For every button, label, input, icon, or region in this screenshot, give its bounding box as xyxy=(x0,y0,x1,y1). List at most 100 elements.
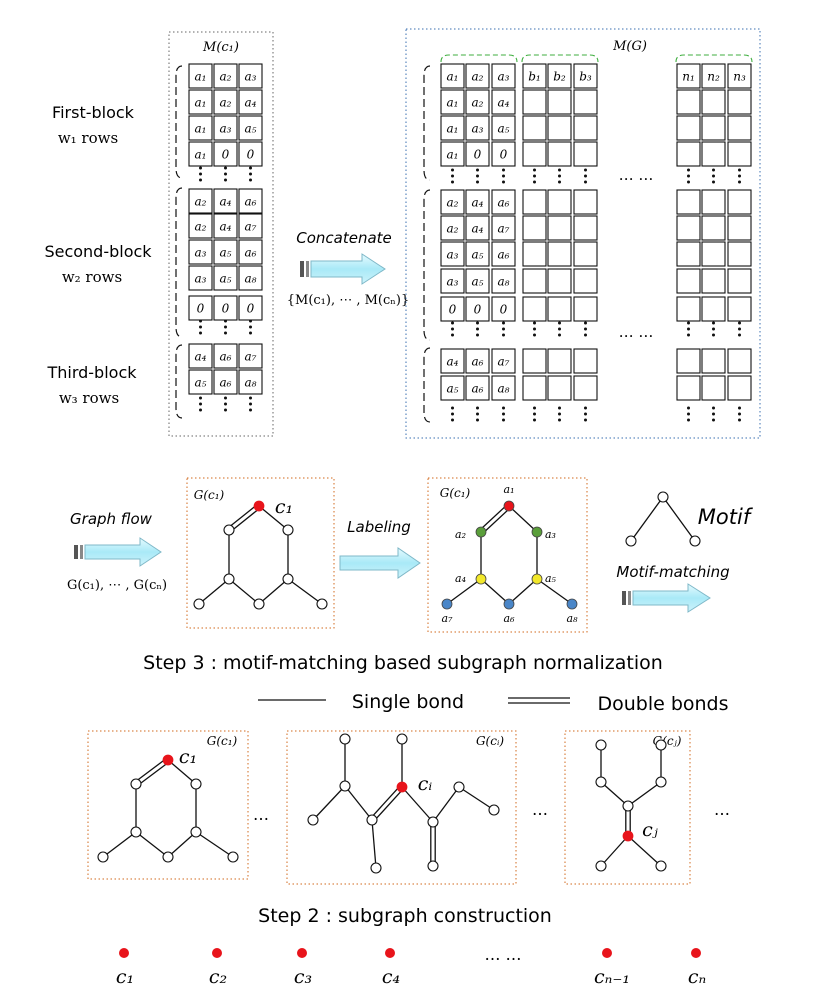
matrix-cell xyxy=(491,115,516,141)
vertical-ellipsis-dot xyxy=(451,406,454,410)
matrix-cell xyxy=(701,215,726,241)
matrix-cell-text: a₁ xyxy=(195,96,207,110)
double-bond-label: Double bonds xyxy=(597,693,728,715)
single-bond xyxy=(258,505,289,531)
matrix-cell xyxy=(676,189,701,215)
matrix-cell-text: 0 xyxy=(197,302,205,316)
node-label: a₄ xyxy=(455,572,466,585)
vertical-ellipsis-dot xyxy=(502,180,505,184)
vertical-ellipsis-dot xyxy=(533,321,536,325)
vertical-ellipsis-dot xyxy=(249,402,252,406)
subgraph-frame xyxy=(286,730,517,885)
matrix-cell xyxy=(213,369,238,395)
vertical-ellipsis-dot xyxy=(738,180,741,184)
matrix-cell-text: n₁ xyxy=(682,70,695,84)
right-second-bracket xyxy=(423,189,431,341)
matrix-cell-text: b₃ xyxy=(579,70,592,84)
vertical-ellipsis-dot xyxy=(476,168,479,172)
graph-node xyxy=(162,851,174,863)
labeled-node xyxy=(503,500,515,512)
matrix-cell xyxy=(676,375,701,401)
single-bond xyxy=(344,785,373,821)
vertical-ellipsis-dot xyxy=(712,412,715,416)
matrix-cell xyxy=(440,268,465,294)
single-bond xyxy=(167,759,197,785)
vertical-ellipsis-dot xyxy=(558,418,561,422)
matrix-cell xyxy=(547,348,572,374)
matrix-cell xyxy=(727,89,752,115)
vertical-ellipsis-dot xyxy=(533,333,536,337)
matrix-cell xyxy=(522,375,547,401)
matrix-cell xyxy=(465,215,490,241)
matrix-cell-text: a₃ xyxy=(472,122,484,136)
graph-box: G(c₁) c₁ xyxy=(186,477,335,629)
single-bond xyxy=(102,831,137,858)
graph-node xyxy=(223,524,235,536)
graph-node xyxy=(130,826,142,838)
graph-node xyxy=(339,733,351,745)
matrix-cell xyxy=(491,348,516,374)
labeled-node xyxy=(441,598,453,610)
matrix-cell xyxy=(188,115,213,141)
matrix-cell-text: a₁ xyxy=(447,96,459,110)
matrix-cell-text: a₇ xyxy=(498,355,510,369)
matrix-cell-text: a₅ xyxy=(195,376,207,390)
second-block-rows: w₂ rows xyxy=(62,268,122,286)
matrix-cell xyxy=(213,89,238,115)
vertical-ellipsis-dot xyxy=(533,174,536,178)
left-matrix-frame xyxy=(168,31,274,437)
matrix-cell xyxy=(465,89,490,115)
graph-node xyxy=(316,598,328,610)
vertex-label: c₄ xyxy=(382,966,400,988)
single-bond xyxy=(198,578,230,605)
matrix-cell xyxy=(238,265,263,291)
step3-caption: Step 3 : motif-matching based subgraph n… xyxy=(143,652,663,674)
matrix-cell xyxy=(491,63,516,89)
node-label: a₅ xyxy=(545,572,557,585)
vertical-ellipsis-dot xyxy=(558,406,561,410)
matrix-cell xyxy=(701,89,726,115)
matrix-cell xyxy=(440,89,465,115)
vertical-ellipsis-dot xyxy=(584,412,587,416)
vertical-ellipsis-dot xyxy=(738,406,741,410)
matrix-cell xyxy=(701,141,726,167)
vertical-ellipsis-dot xyxy=(199,402,202,406)
matrix-cell xyxy=(522,63,547,89)
matrix-cell xyxy=(727,241,752,267)
group-a-brace xyxy=(440,54,518,63)
subgraph-frame xyxy=(87,730,249,880)
matrix-cell xyxy=(491,296,516,322)
matrix-cell xyxy=(676,241,701,267)
vertical-ellipsis-dot xyxy=(502,406,505,410)
matrix-cell xyxy=(676,89,701,115)
vertical-ellipsis-dot xyxy=(224,325,227,329)
matrix-cell xyxy=(188,141,213,167)
vertical-ellipsis-dot xyxy=(502,333,505,337)
node-label: a₁ xyxy=(504,483,515,496)
matrix-cell xyxy=(440,63,465,89)
matrix-cell-text: b₂ xyxy=(553,70,566,84)
matrix-cell xyxy=(491,189,516,215)
vertical-ellipsis-dot xyxy=(451,333,454,337)
vertical-ellipsis-dot xyxy=(687,321,690,325)
vertex-label: c₃ xyxy=(294,966,312,988)
vertical-ellipsis-dot xyxy=(224,166,227,170)
matrix-cell-text: a₃ xyxy=(447,275,459,289)
matrix-cell xyxy=(573,189,598,215)
vertical-ellipsis-dot xyxy=(558,174,561,178)
vertical-ellipsis-dot xyxy=(584,327,587,331)
vertical-ellipsis-dot xyxy=(738,418,741,422)
matrix-cell xyxy=(522,89,547,115)
matrix-cell-text: a₄ xyxy=(498,96,510,110)
labeling-arrow xyxy=(339,547,421,579)
bond-legend: Single bond Double bonds xyxy=(258,691,729,715)
vertical-ellipsis-dot xyxy=(224,319,227,323)
graph-node xyxy=(427,816,439,828)
matrix-cell-text: a₆ xyxy=(220,350,232,364)
double-bond xyxy=(229,507,261,533)
single-bond xyxy=(401,786,434,823)
graph-box-center-label: c₁ xyxy=(275,496,293,518)
matrix-cell xyxy=(465,296,490,322)
vertical-ellipsis-dot xyxy=(687,180,690,184)
graph-flow-step: Graph flow G(c₁), ⋯ , G(cₙ) xyxy=(67,510,167,593)
